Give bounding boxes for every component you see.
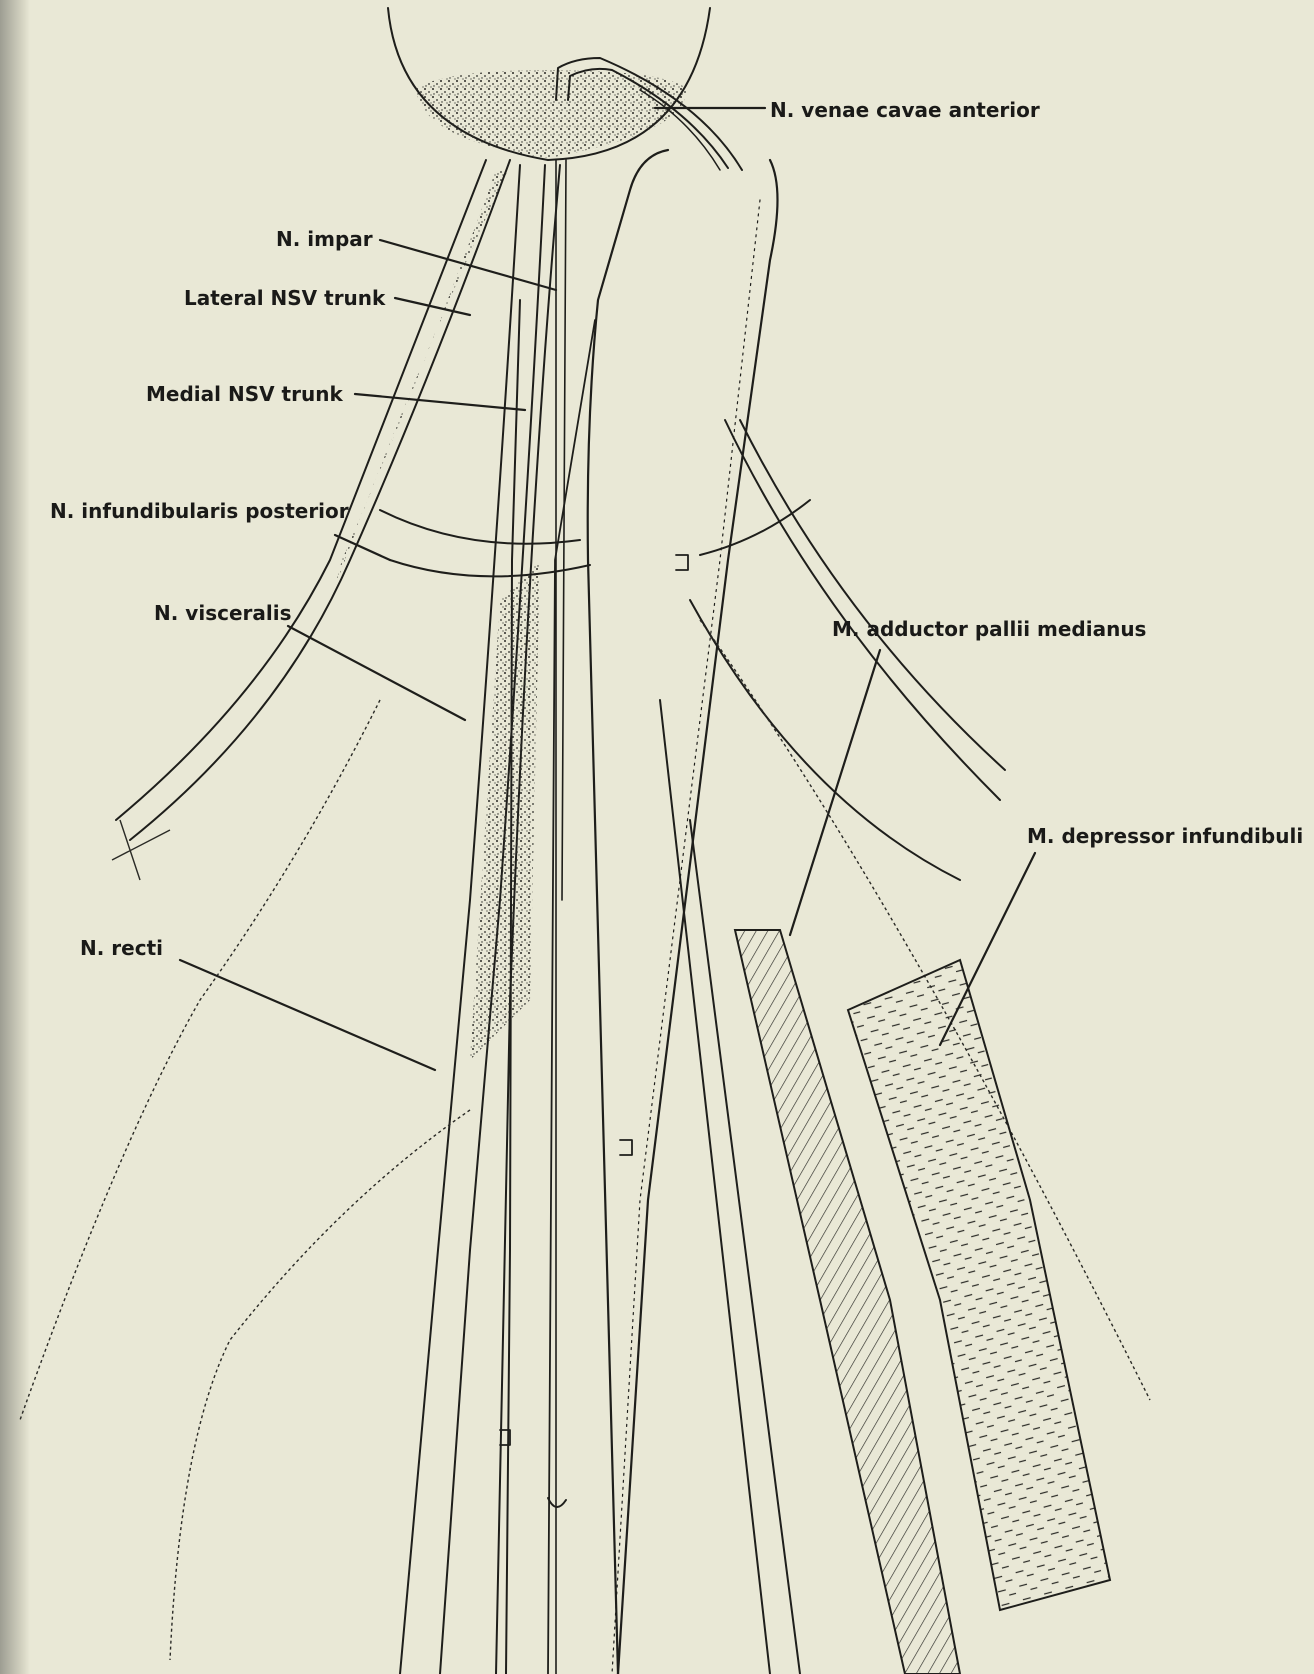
cerebral-ganglion — [388, 8, 710, 160]
central-tube — [500, 150, 778, 1674]
label-infundibularis: N. infundibularis posterior — [50, 499, 349, 523]
leader-lines — [180, 108, 1035, 1070]
label-impar: N. impar — [276, 227, 373, 251]
label-adductor: M. adductor pallii medianus — [832, 617, 1146, 641]
label-recti: N. recti — [80, 936, 163, 960]
left-outer-branch — [20, 700, 470, 1660]
label-medial-trunk: Medial NSV trunk — [146, 382, 343, 406]
label-visceralis: N. visceralis — [154, 601, 292, 625]
nerve-impar — [556, 160, 566, 1674]
label-lateral-trunk: Lateral NSV trunk — [184, 286, 386, 310]
label-depressor: M. depressor infundibuli — [1027, 824, 1303, 848]
commissure — [380, 500, 810, 576]
visceral-nerve — [470, 165, 560, 1674]
label-venae-cavae: N. venae cavae anterior — [770, 98, 1040, 122]
